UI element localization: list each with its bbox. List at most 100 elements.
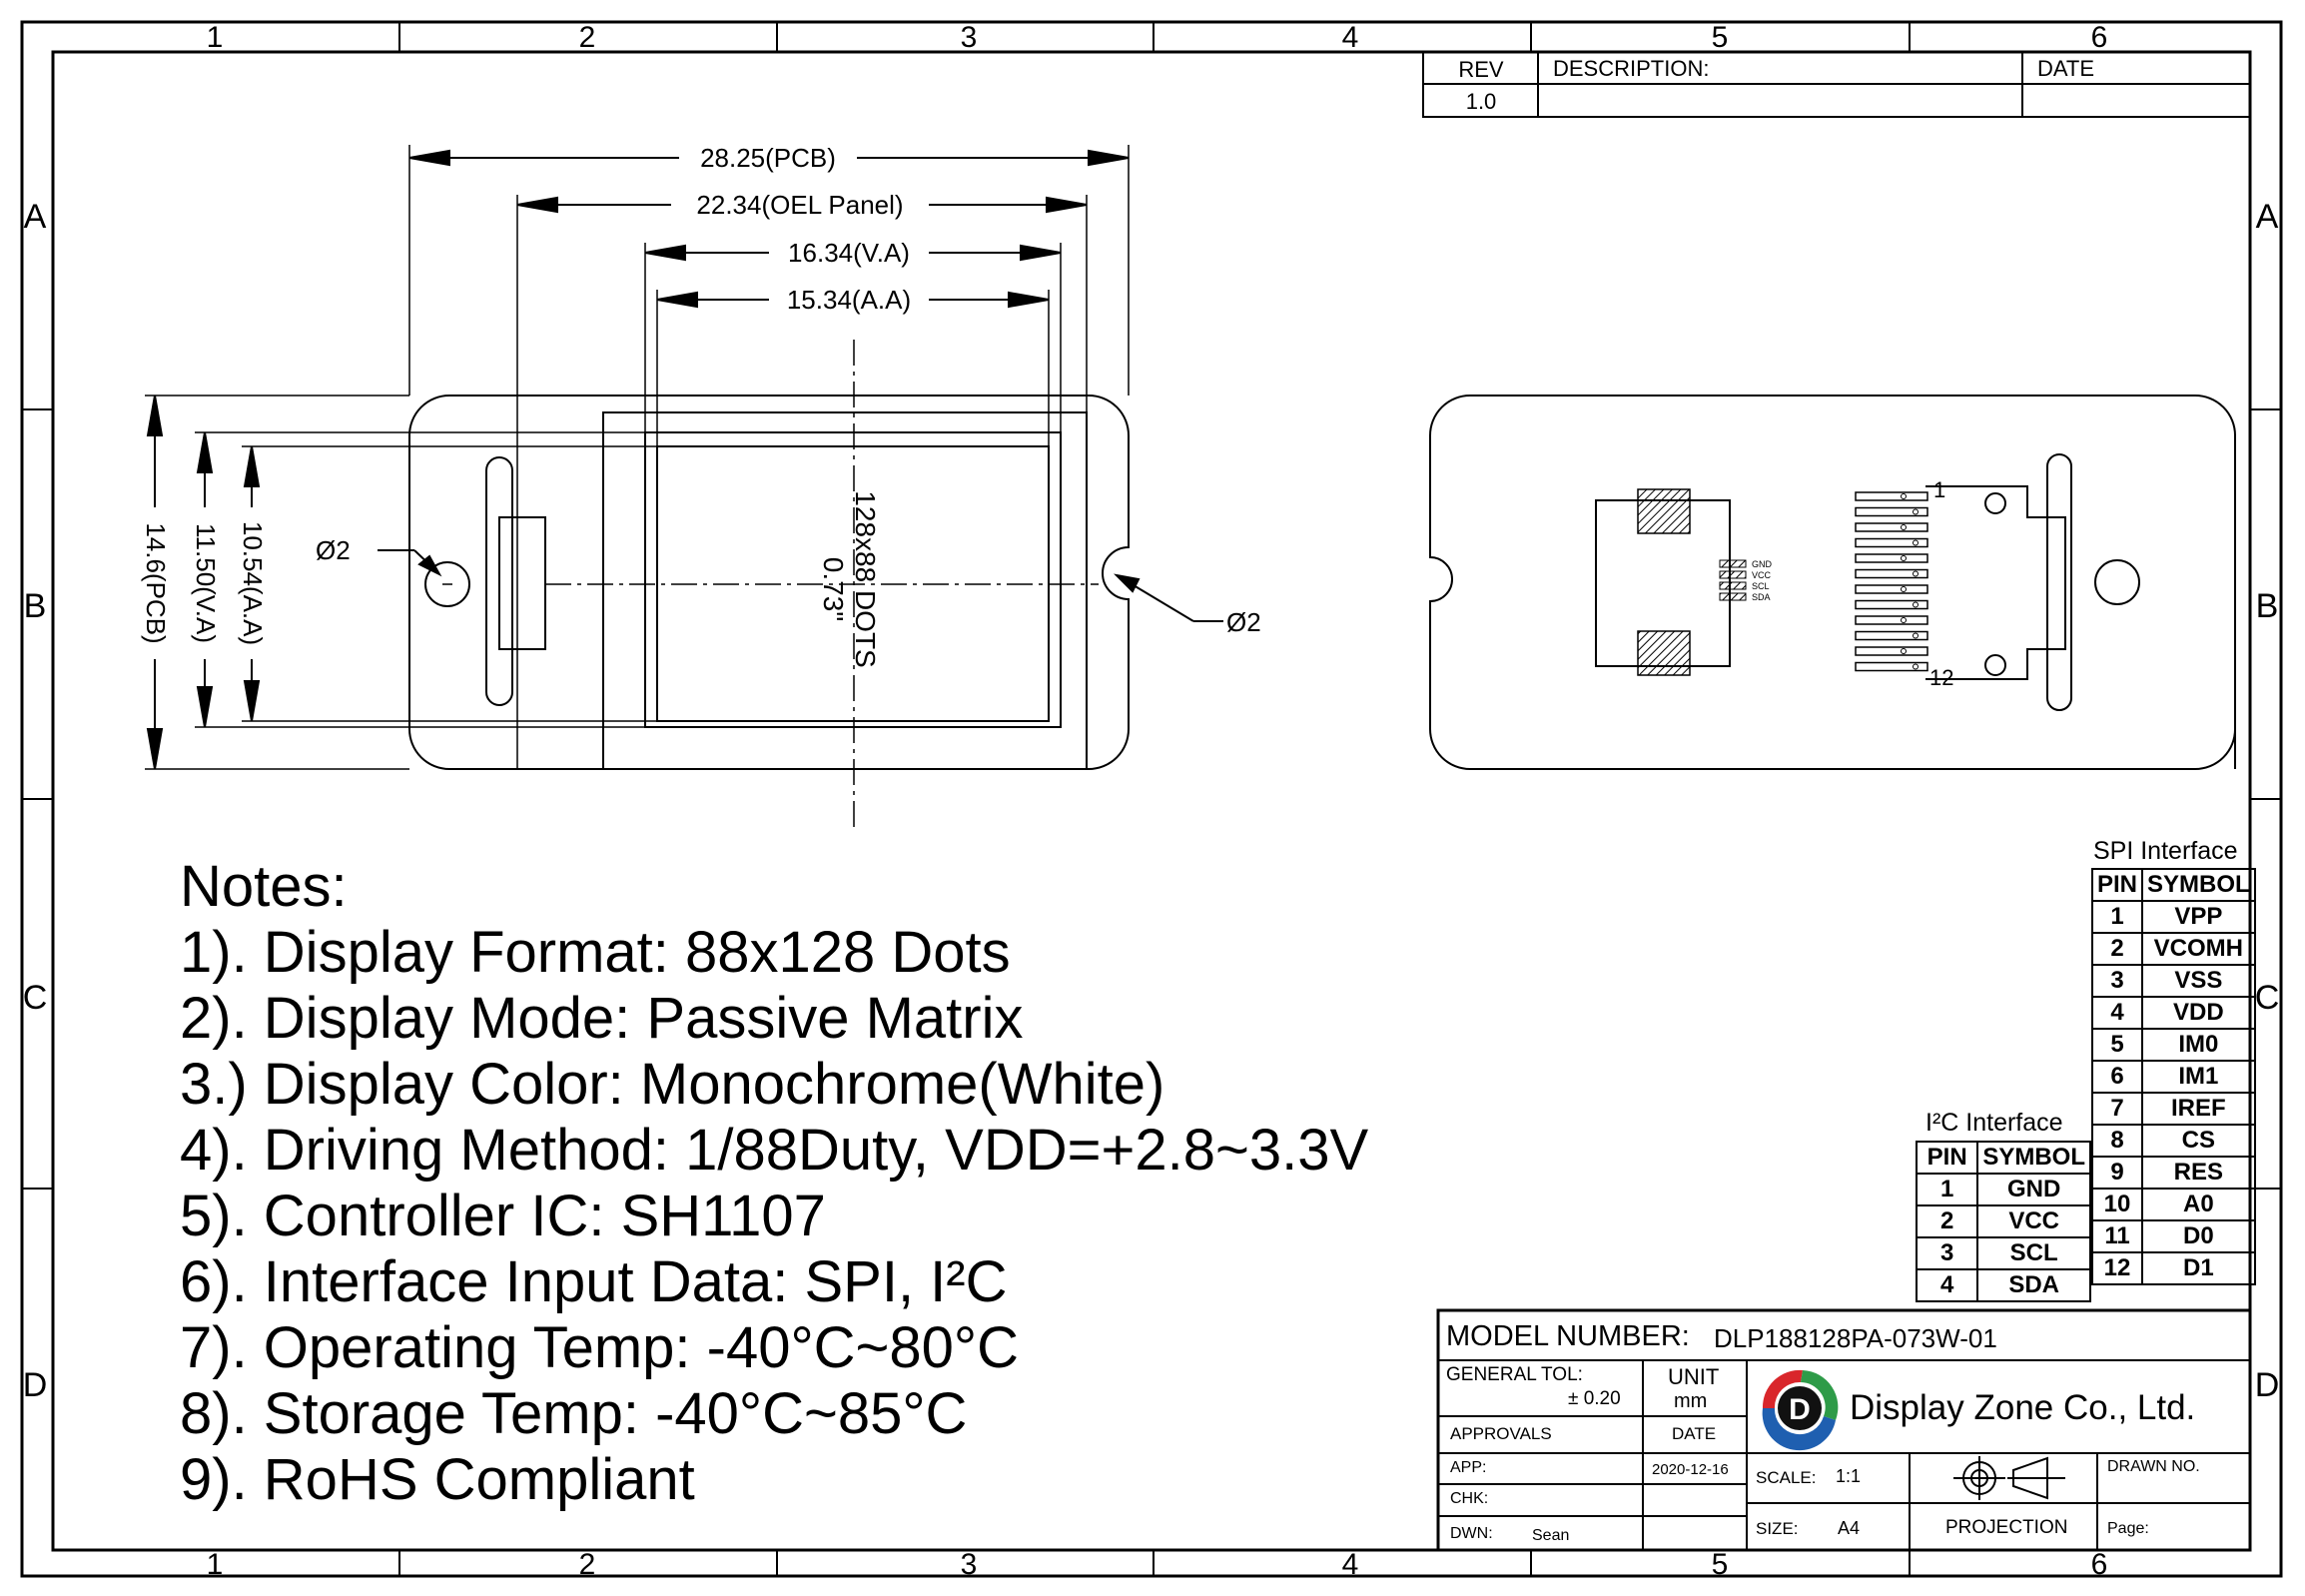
spi-pin-cell: 3 — [2090, 964, 2144, 998]
dim-aa-height: 10.54(A.A) — [238, 521, 268, 645]
i2c-pin-cell: 1 — [1915, 1173, 1979, 1206]
spi-symbol-header: SYMBOL — [2141, 868, 2256, 902]
general-tol-value: ± 0.20 — [1568, 1388, 1621, 1409]
spi-symbol-cell: D1 — [2141, 1251, 2256, 1285]
fpc-pin — [1855, 522, 1928, 532]
back-view — [1429, 395, 2236, 770]
fpc-pin-via — [1901, 586, 1907, 592]
company-name: Display Zone Co., Ltd. — [1850, 1388, 2196, 1427]
spi-symbol-cell: VDD — [2141, 996, 2256, 1030]
spi-pin-cell: 5 — [2090, 1028, 2144, 1062]
fpc-pin — [1855, 661, 1928, 672]
zone-col-3-bottom: 3 — [961, 1548, 978, 1581]
pad-label-sda: SDA — [1752, 592, 1771, 602]
zone-row-c-right: C — [2255, 979, 2280, 1017]
pad-label-scl: SCL — [1752, 581, 1770, 591]
note-item: 5). Controller IC: SH1107 — [180, 1184, 826, 1248]
fpc-pin-via — [1901, 648, 1907, 654]
fpc-pin — [1855, 568, 1928, 579]
zone-col-4-bottom: 4 — [1342, 1548, 1359, 1581]
notes-section: Notes: 1). Display Format: 88x128 Dots 2… — [180, 854, 1368, 1513]
size-value: A4 — [1838, 1518, 1861, 1538]
spi-symbol-cell: IM1 — [2141, 1060, 2256, 1094]
spi-pin-cell: 1 — [2090, 900, 2144, 934]
spi-pin-cell: 6 — [2090, 1060, 2144, 1094]
fpc-pin-via — [1901, 493, 1907, 499]
zone-row-d-right: D — [2255, 1366, 2280, 1404]
zone-col-5-top: 5 — [1712, 21, 1729, 54]
i2c-test-pads — [1719, 559, 1747, 601]
fpc-pin-via — [1913, 663, 1919, 670]
note-item: 3.) Display Color: Monochrome(White) — [180, 1052, 1165, 1117]
fpc-pin — [1855, 506, 1928, 517]
display-size-label: 0.73" — [818, 557, 849, 621]
fpc-pin-via — [1913, 539, 1919, 546]
projection-label: PROJECTION — [1945, 1517, 2068, 1538]
spi-pin-header: PIN — [2090, 868, 2144, 902]
title-block — [1436, 1308, 2252, 1552]
spi-pin-cell: 7 — [2090, 1092, 2144, 1126]
i2c-symbol-cell: GND — [1976, 1173, 2091, 1206]
spi-pin-cell: 10 — [2090, 1188, 2144, 1221]
fpc-pin-via — [1913, 570, 1919, 577]
note-item: 7). Operating Temp: -40°C~80°C — [180, 1315, 1020, 1380]
inner-frame — [51, 50, 2252, 1552]
description-header: DESCRIPTION: — [1553, 56, 1709, 81]
size-label: SIZE: — [1756, 1519, 1799, 1538]
spi-pin-cell: 2 — [2090, 932, 2144, 966]
note-item: 6). Interface Input Data: SPI, I²C — [180, 1249, 1008, 1314]
model-number-label: MODEL NUMBER: — [1446, 1320, 1690, 1352]
fpc-pin — [1855, 599, 1928, 610]
dim-hole-left: Ø2 — [316, 535, 351, 565]
display-dots-label: 128x88 DOTS — [850, 490, 881, 667]
zone-ticks — [22, 22, 2281, 1576]
company-logo-icon — [1762, 1369, 1839, 1451]
note-item: 8). Storage Temp: -40°C~85°C — [180, 1381, 968, 1446]
zone-col-2-top: 2 — [579, 21, 596, 54]
fpc-pin — [1855, 630, 1928, 641]
spi-interface-caption: SPI Interface — [2093, 837, 2238, 865]
scale-value: 1:1 — [1836, 1466, 1862, 1486]
dim-pcb-height: 14.6(PCB) — [141, 522, 171, 643]
app-date: 2020-12-16 — [1652, 1461, 1729, 1478]
spi-symbol-cell: CS — [2141, 1124, 2256, 1158]
zone-row-a-right: A — [2256, 198, 2279, 236]
pin-last-label: 12 — [1929, 665, 1953, 690]
date-header: DATE — [2037, 56, 2094, 81]
zone-row-b-left: B — [24, 587, 47, 625]
revision-table — [1422, 51, 2251, 118]
zone-row-d-left: D — [23, 1366, 48, 1404]
spi-pin-cell: 11 — [2090, 1219, 2144, 1253]
dim-va-width: 16.34(V.A) — [788, 238, 910, 268]
page-label: Page: — [2107, 1520, 2149, 1537]
note-item: 1). Display Format: 88x128 Dots — [180, 920, 1011, 985]
fpc-pin — [1855, 615, 1928, 625]
dim-va-height: 11.50(V.A) — [191, 523, 221, 643]
i2c-pin-cell: 4 — [1915, 1268, 1979, 1302]
zone-col-6-bottom: 6 — [2091, 1548, 2108, 1581]
model-number-value: DLP188128PA-073W-01 — [1714, 1323, 1997, 1353]
fpc-pin — [1855, 537, 1928, 548]
front-view — [145, 145, 1130, 829]
unit-label: UNIT — [1668, 1364, 1720, 1389]
i2c-symbol-header: SYMBOL — [1976, 1141, 2091, 1175]
pad-label-vcc: VCC — [1752, 570, 1772, 580]
zone-col-1-top: 1 — [207, 21, 224, 54]
i2c-symbol-cell: SDA — [1976, 1268, 2091, 1302]
zone-col-5-bottom: 5 — [1712, 1548, 1729, 1581]
spi-symbol-cell: VCOMH — [2141, 932, 2256, 966]
fpc-pin — [1855, 491, 1928, 501]
spi-symbol-cell: RES — [2141, 1156, 2256, 1190]
zone-col-6-top: 6 — [2091, 21, 2108, 54]
dim-pcb-width: 28.25(PCB) — [700, 143, 836, 173]
